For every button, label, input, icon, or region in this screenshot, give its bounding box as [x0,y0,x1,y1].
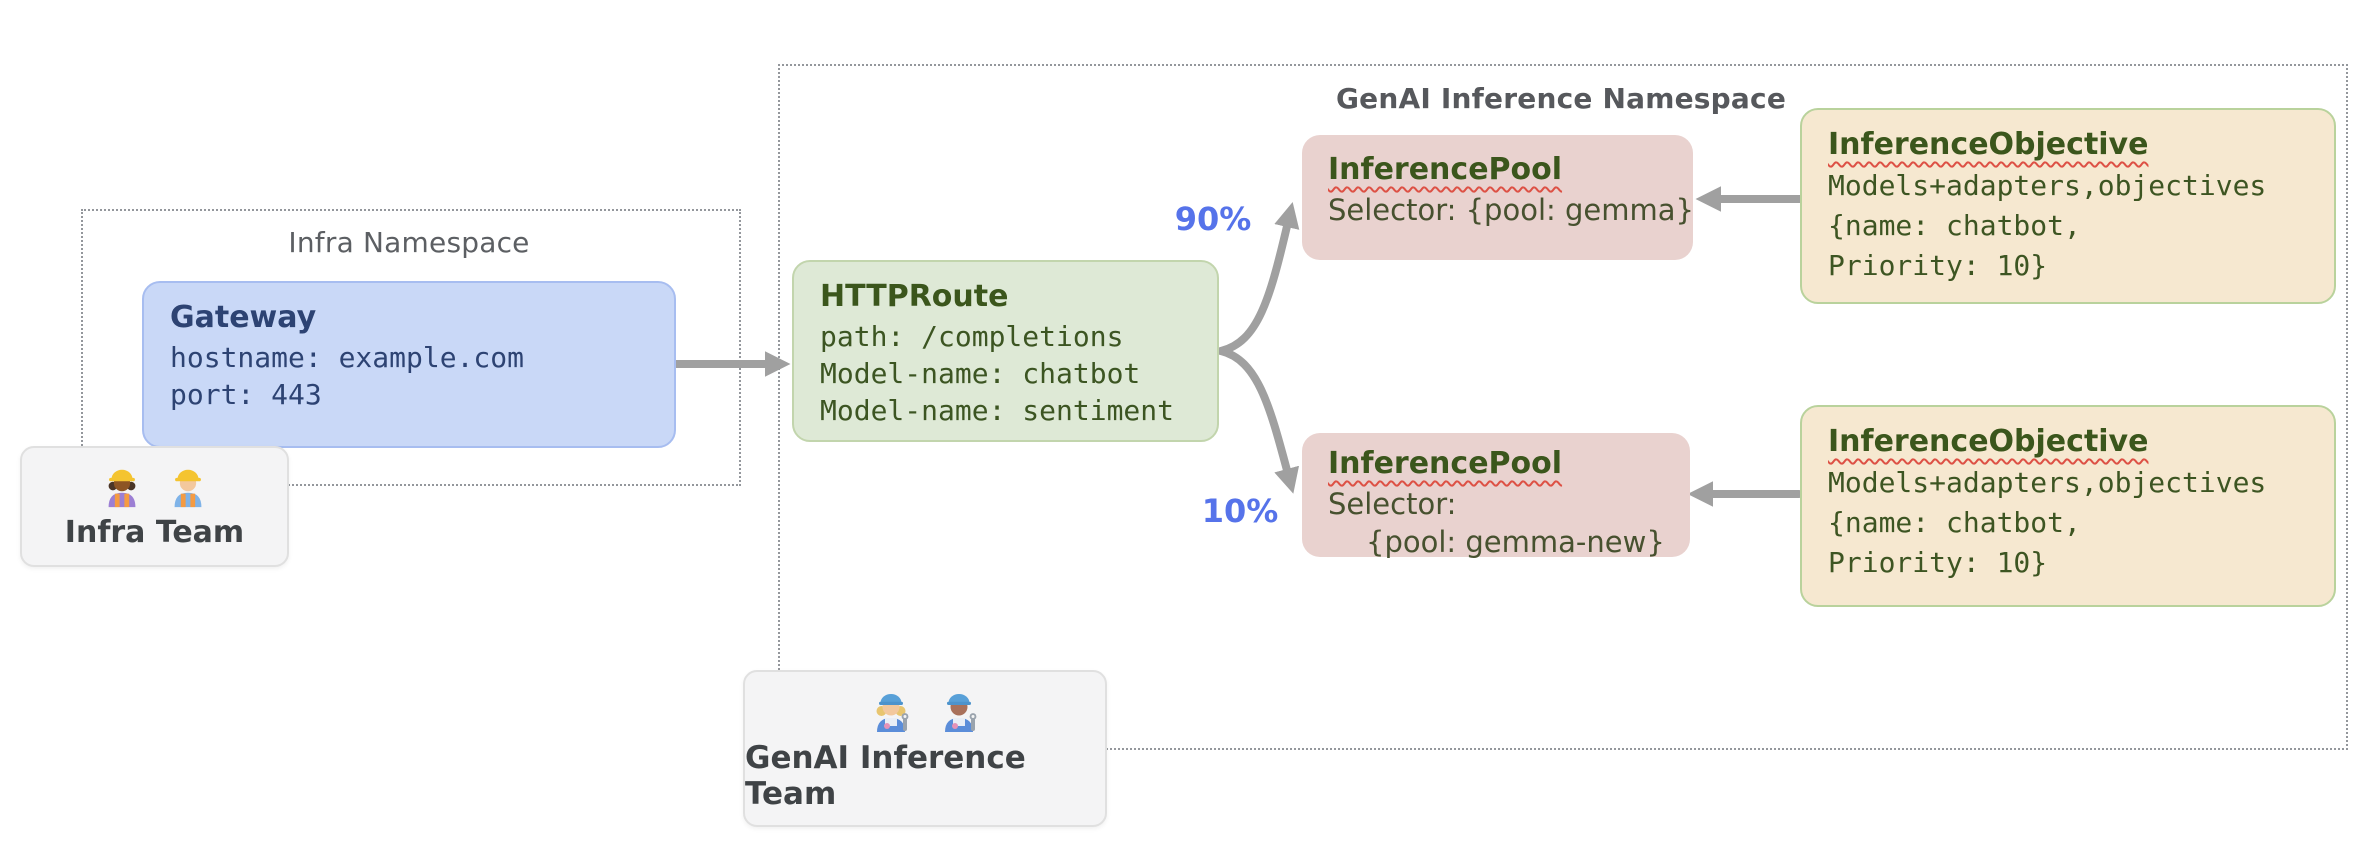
gateway-title: Gateway [170,300,317,335]
infra-namespace-container [81,209,741,486]
genai-team-card: GenAI Inference Team [743,670,1107,827]
httproute-model-chatbot-line: Model-name: chatbot [820,357,1141,390]
genai-namespace-label: GenAI Inference Namespace [1335,82,1787,115]
traffic-split-90-label: 90% [1174,200,1252,238]
objective-bottom-priority-line: Priority: 10} [1828,546,2048,579]
httproute-to-pool-top-arrow [1217,202,1300,355]
genai-team-label: GenAI Inference Team [745,739,1026,812]
inference-objective-top-node: InferenceObjective Models+adapters,objec… [1800,108,2336,304]
inference-pool-top-node: InferencePool Selector: {pool: gemma} [1302,135,1694,260]
inference-pool-bottom-pool-line: {pool: gemma-new} [1366,525,1665,559]
traffic-split-10-label: 10% [1201,492,1279,530]
inference-objective-bottom-node: InferenceObjective Models+adapters,objec… [1800,405,2336,607]
inference-pool-top-selector-line: Selector: {pool: gemma} [1328,193,1694,227]
gateway-hostname-line: hostname: example.com [170,341,525,374]
gateway-port-line: port: 443 [170,378,322,411]
objective-bottom-name-line: {name: chatbot, [1828,506,2081,539]
man-construction-worker-icon [174,469,201,508]
infra-namespace-label: Infra Namespace [288,226,530,259]
infra-team-card: Infra Team [20,446,289,567]
infra-team-label: Infra Team [64,515,245,550]
httproute-to-pool-bottom-arrow [1217,347,1300,494]
inference-pool-bottom-selector-line: Selector: [1328,487,1457,521]
man-mechanic-icon [945,693,977,732]
inference-pool-bottom-node: InferencePool Selector: {pool: gemma-new… [1302,433,1690,559]
objective-top-models-line: Models+adapters,objectives [1828,169,2267,202]
inference-pool-bottom-title: InferencePool [1328,446,1563,481]
objective-top-name-line: {name: chatbot, [1828,209,2081,242]
genai-namespace-container [778,64,2348,750]
genai-team-icons [867,686,983,734]
woman-mechanic-icon [876,693,909,732]
infra-team-icons [99,463,211,509]
httproute-path-line: path: /completions [820,320,1124,353]
objective-top-priority-line: Priority: 10} [1828,249,2048,282]
gateway-node: Gateway hostname: example.com port: 443 [142,281,676,448]
inference-pool-top-title: InferencePool [1328,152,1563,187]
woman-construction-worker-icon [108,469,135,508]
httproute-title: HTTPRoute [820,279,1009,314]
inference-objective-top-title: InferenceObjective [1828,127,2149,162]
httproute-node: HTTPRoute path: /completions Model-name:… [792,260,1219,442]
objective-bottom-models-line: Models+adapters,objectives [1828,466,2267,499]
httproute-model-sentiment-line: Model-name: sentiment [820,394,1175,427]
inference-objective-bottom-title: InferenceObjective [1828,424,2149,459]
